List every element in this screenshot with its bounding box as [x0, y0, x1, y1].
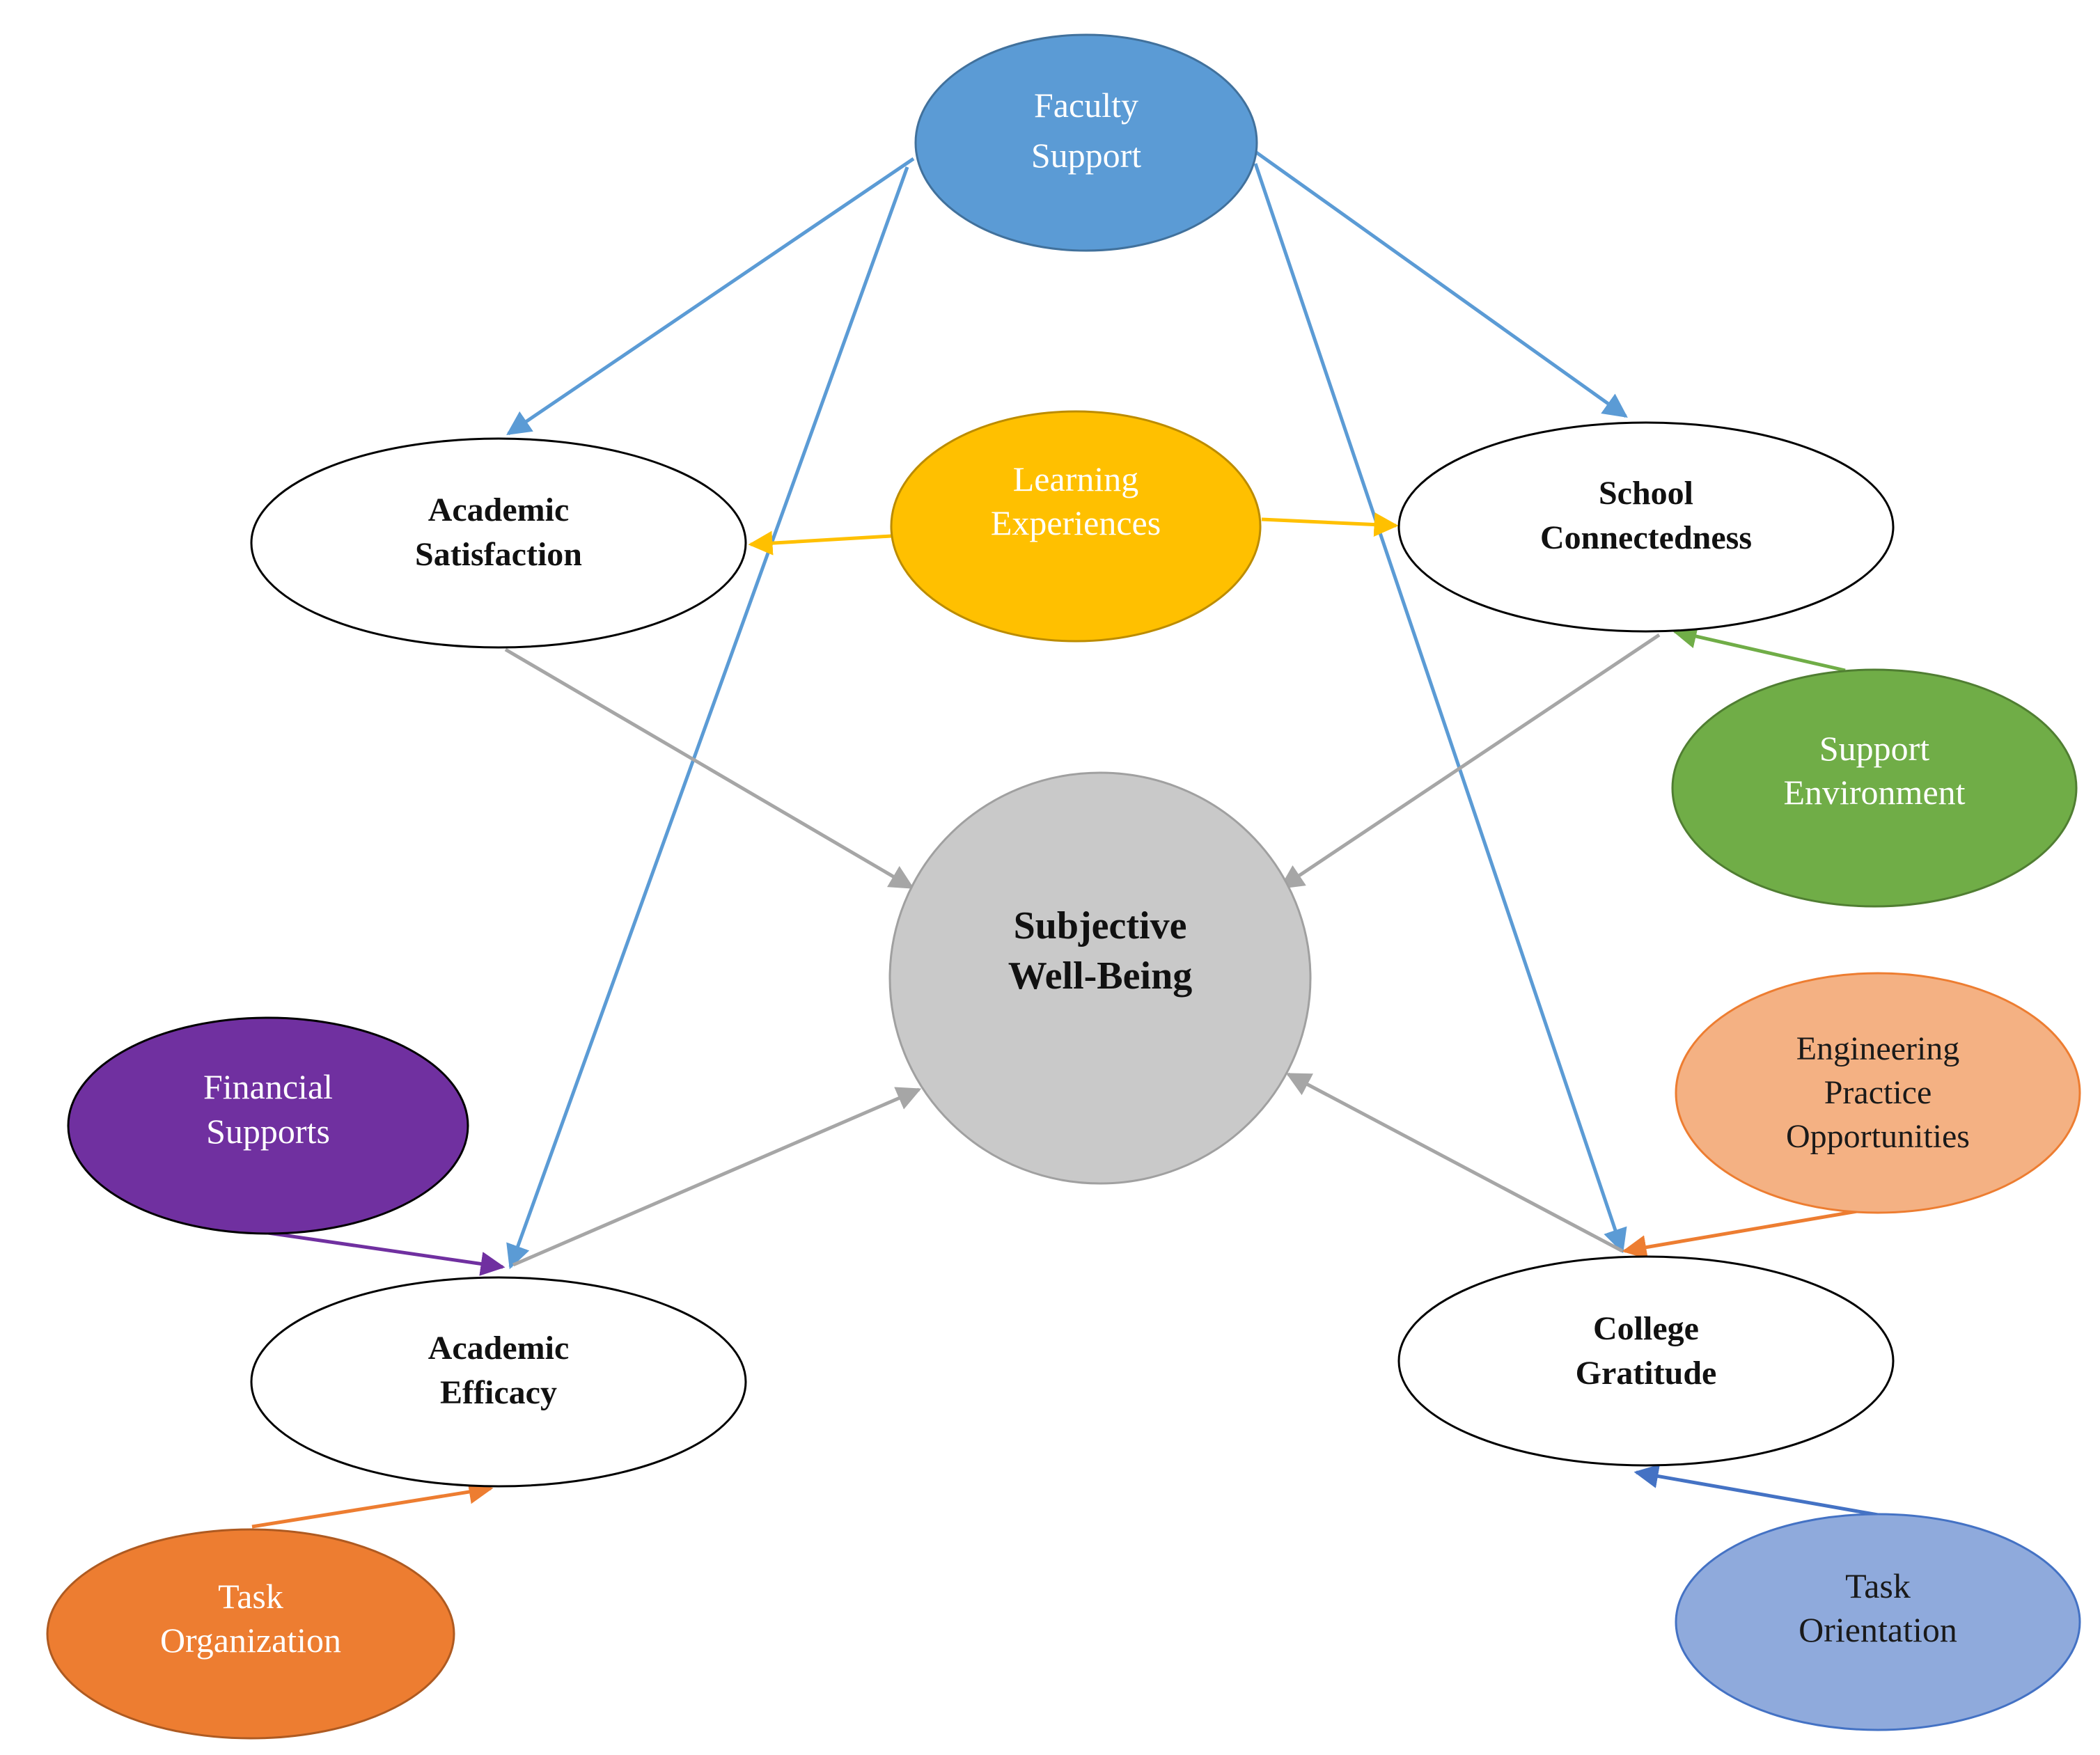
arrow-task-orientation-to-gratitude [1633, 1464, 1879, 1517]
node-college-gratitude: College Gratitude [1397, 1255, 1895, 1467]
engineering-practice-line1: Engineering [1796, 1030, 1960, 1067]
faculty-support-line2: Support [1031, 136, 1141, 175]
node-engineering-practice-opportunities: Engineering Practice Opportunities [1675, 972, 2081, 1214]
arrow-financial-to-efficacy [262, 1230, 506, 1276]
school-connectedness-line1: School [1599, 475, 1693, 512]
connectors [251, 150, 1879, 1529]
task-organization-line2: Organization [160, 1621, 341, 1660]
task-orientation-line2: Orientation [1799, 1610, 1957, 1649]
node-academic-efficacy: Academic Efficacy [250, 1276, 747, 1488]
node-faculty-support: Faculty Support [914, 33, 1258, 252]
node-academic-satisfaction: Academic Satisfaction [250, 437, 747, 649]
node-learning-experiences: Learning Experiences [890, 410, 1262, 643]
node-subjective-well-being: Subjective Well-Being [888, 771, 1312, 1185]
faculty-support-line1: Faculty [1034, 86, 1138, 125]
subjective-well-being-line2: Well-Being [1008, 954, 1192, 998]
academic-efficacy-line1: Academic [428, 1330, 570, 1367]
arrow-engineering-to-gratitude [1622, 1209, 1858, 1259]
engineering-practice-line3: Opportunities [1786, 1118, 1970, 1155]
learning-experiences-line1: Learning [1013, 459, 1138, 498]
financial-supports-line2: Supports [206, 1112, 330, 1151]
academic-satisfaction-line1: Academic [428, 491, 570, 528]
node-school-connectedness: School Connectedness [1397, 421, 1895, 633]
academic-efficacy-line2: Efficacy [440, 1374, 557, 1411]
arrow-support-environment-to-connectedness [1672, 624, 1846, 672]
arrow-satisfaction-to-well-being [504, 647, 915, 890]
task-organization-line1: Task [218, 1577, 283, 1616]
academic-satisfaction-line2: Satisfaction [415, 536, 582, 573]
arrow-efficacy-to-well-being [512, 1087, 922, 1267]
arrow-gratitude-to-well-being [1285, 1072, 1624, 1253]
engineering-practice-line2: Practice [1824, 1074, 1932, 1111]
task-orientation-line1: Task [1845, 1566, 1911, 1605]
college-gratitude-line2: Gratitude [1576, 1355, 1717, 1392]
node-support-environment: Support Environment [1671, 668, 2078, 908]
node-task-orientation: Task Orientation [1675, 1513, 2081, 1731]
arrow-faculty-to-academic-satisfaction [506, 157, 915, 436]
node-financial-supports: Financial Supports [67, 1016, 469, 1235]
arrow-connectedness-to-well-being [1279, 633, 1661, 890]
college-gratitude-line1: College [1593, 1310, 1699, 1347]
support-environment-line2: Environment [1783, 773, 1965, 812]
learning-experiences-line2: Experiences [991, 503, 1161, 542]
arrow-faculty-to-college-gratitude [1253, 163, 1627, 1254]
support-environment-line1: Support [1819, 729, 1929, 768]
arrow-faculty-to-school-connectedness [1254, 150, 1628, 418]
subjective-well-being-line1: Subjective [1014, 904, 1187, 947]
financial-supports-line1: Financial [203, 1067, 333, 1106]
node-task-organization: Task Organization [46, 1528, 455, 1740]
arrow-learning-to-academic-satisfaction [748, 530, 892, 556]
arrow-faculty-to-academic-efficacy [506, 166, 909, 1270]
arrow-learning-to-school-connectedness [1261, 512, 1399, 537]
arrow-task-organization-to-efficacy [251, 1479, 494, 1529]
school-connectedness-line2: Connectedness [1540, 519, 1752, 556]
